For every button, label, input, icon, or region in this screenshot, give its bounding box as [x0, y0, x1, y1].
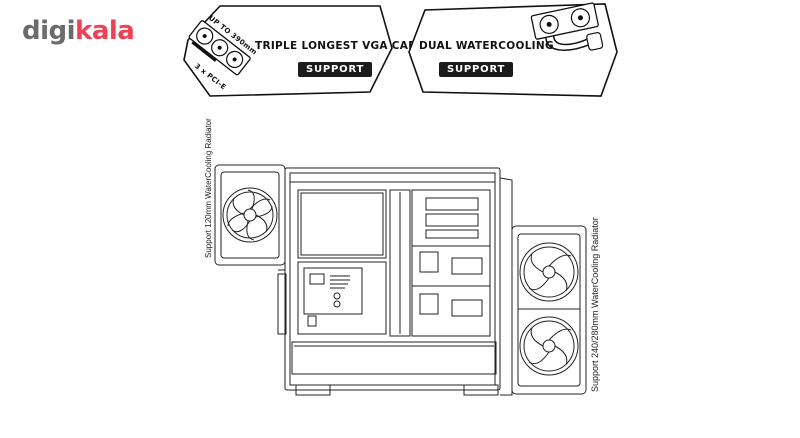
watercooling-badge-title: DUAL WATERCOOLING [419, 40, 554, 52]
brand-logo-part2: kala [75, 16, 135, 46]
watercooling-support-badge: DUAL WATERCOOLING SUPPORT [405, 0, 620, 100]
left-radiator-label: Support 120mm WaterCooling Radiator [204, 118, 213, 258]
right-radiator-icon [511, 225, 587, 395]
brand-logo-part1: digi [22, 16, 76, 46]
right-radiator-label: Support 240/280mm WaterCooling Radiator [590, 217, 600, 392]
watercooling-support-pill: SUPPORT [439, 62, 514, 77]
case-chassis-icon [277, 167, 513, 396]
vga-support-badge: UP TO 390mm 3 x PCI-E TRIPLE LONGEST VGA… [180, 0, 433, 100]
brand-logo[interactable]: digikala [22, 16, 135, 46]
vga-support-pill: SUPPORT [298, 62, 373, 77]
gpu-card-icon [188, 20, 251, 76]
vga-badge-title: TRIPLE LONGEST VGA CARDS [255, 40, 434, 52]
left-radiator-icon [214, 164, 286, 266]
radiator-icon [530, 2, 604, 51]
